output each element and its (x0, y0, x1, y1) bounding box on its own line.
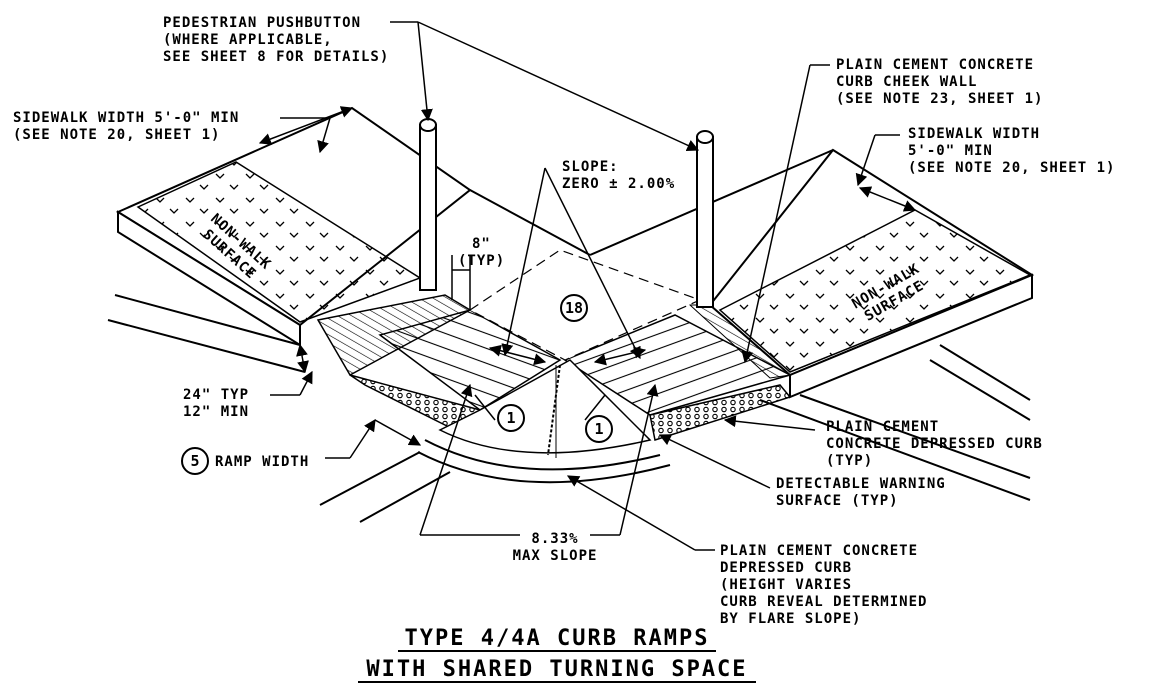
max-slope-line-2: MAX SLOPE (513, 548, 598, 564)
typ-8in-line-1: 8" (472, 236, 491, 252)
cheek-wall-line-3: (SEE NOTE 23, SHEET 1) (836, 91, 1043, 107)
left-ramp (316, 294, 562, 431)
sidewalk-right-line-3: (SEE NOTE 20, SHEET 1) (908, 160, 1115, 176)
depressed-curb-bottom-line-2: DEPRESSED CURB (720, 560, 852, 576)
sidewalk-right-line-1: SIDEWALK WIDTH (908, 126, 1040, 142)
slope-line-2: ZERO ± 2.00% (562, 176, 675, 192)
leader-lines (258, 21, 917, 551)
label-cheek-wall: PLAIN CEMENT CONCRETE CURB CHEEK WALL (S… (836, 57, 1043, 107)
title-line-2: WITH SHARED TURNING SPACE (366, 657, 747, 682)
sidewalk-left-line-2: (SEE NOTE 20, SHEET 1) (13, 127, 220, 143)
depressed-curb-bottom-line-4: CURB REVEAL DETERMINED (720, 594, 927, 610)
label-slope: SLOPE: ZERO ± 2.00% (562, 159, 675, 192)
sidewalk-left-line-1: SIDEWALK WIDTH 5'-0" MIN (13, 110, 239, 126)
curb-24-line-1: 24" TYP (183, 387, 249, 403)
typ-8in-line-2: (TYP) (458, 253, 505, 269)
callout-18: 18 (560, 294, 588, 322)
label-ramp-width: RAMP WIDTH (215, 454, 309, 470)
depressed-curb-bottom-line-1: PLAIN CEMENT CONCRETE (720, 543, 918, 559)
callout-1-right-text: 1 (594, 420, 603, 438)
pushbutton-line-2: (WHERE APPLICABLE, (163, 32, 333, 48)
pushbutton-pole-left (419, 118, 437, 291)
depressed-curb-bottom-line-3: (HEIGHT VARIES (720, 577, 852, 593)
diagram-title: TYPE 4/4A CURB RAMPS WITH SHARED TURNING… (358, 626, 756, 683)
depressed-curb-right-line-3: (TYP) (826, 453, 873, 469)
callout-1-left: 1 (497, 404, 525, 432)
label-sidewalk-left: SIDEWALK WIDTH 5'-0" MIN (SEE NOTE 20, S… (13, 110, 239, 143)
callout-5: 5 (181, 447, 209, 475)
road-curb-lines (107, 294, 1031, 523)
depressed-curb-right-line-1: PLAIN CEMENT (826, 419, 939, 435)
callout-1-left-text: 1 (506, 409, 515, 427)
pushbutton-pole-right (696, 130, 714, 308)
cheek-wall-line-2: CURB CHEEK WALL (836, 74, 977, 90)
cheek-wall-line-1: PLAIN CEMENT CONCRETE (836, 57, 1034, 73)
max-slope-line-1: 8.33% (531, 531, 578, 547)
label-depressed-curb-right: PLAIN CEMENT CONCRETE DEPRESSED CURB (TY… (826, 419, 1043, 469)
label-8in-typ: 8" (TYP) (458, 236, 505, 269)
detectable-line-1: DETECTABLE WARNING (776, 476, 946, 492)
depressed-curb-bottom-line-5: BY FLARE SLOPE) (720, 611, 861, 627)
callout-1-right: 1 (585, 415, 613, 443)
pushbutton-line-3: SEE SHEET 8 FOR DETAILS) (163, 49, 389, 65)
detectable-line-2: SURFACE (TYP) (776, 493, 899, 509)
label-max-slope: 8.33% MAX SLOPE (513, 531, 598, 564)
label-depressed-curb-bottom: PLAIN CEMENT CONCRETE DEPRESSED CURB (HE… (720, 543, 927, 627)
depressed-curb-right-line-2: CONCRETE DEPRESSED CURB (826, 436, 1043, 452)
title-line-1: TYPE 4/4A CURB RAMPS (405, 626, 710, 651)
sidewalk-right-line-2: 5'-0" MIN (908, 143, 993, 159)
label-detectable-warning: DETECTABLE WARNING SURFACE (TYP) (776, 476, 946, 509)
right-ramp (563, 304, 793, 441)
curb-24-line-2: 12" MIN (183, 404, 249, 420)
label-sidewalk-right: SIDEWALK WIDTH 5'-0" MIN (SEE NOTE 20, S… (908, 126, 1115, 176)
label-curb-24: 24" TYP 12" MIN (183, 387, 249, 420)
label-pushbutton: PEDESTRIAN PUSHBUTTON (WHERE APPLICABLE,… (163, 15, 389, 65)
pushbutton-line-1: PEDESTRIAN PUSHBUTTON (163, 15, 361, 31)
callout-18-text: 18 (565, 299, 583, 317)
slope-line-1: SLOPE: (562, 159, 619, 175)
callout-5-text: 5 (190, 452, 199, 470)
